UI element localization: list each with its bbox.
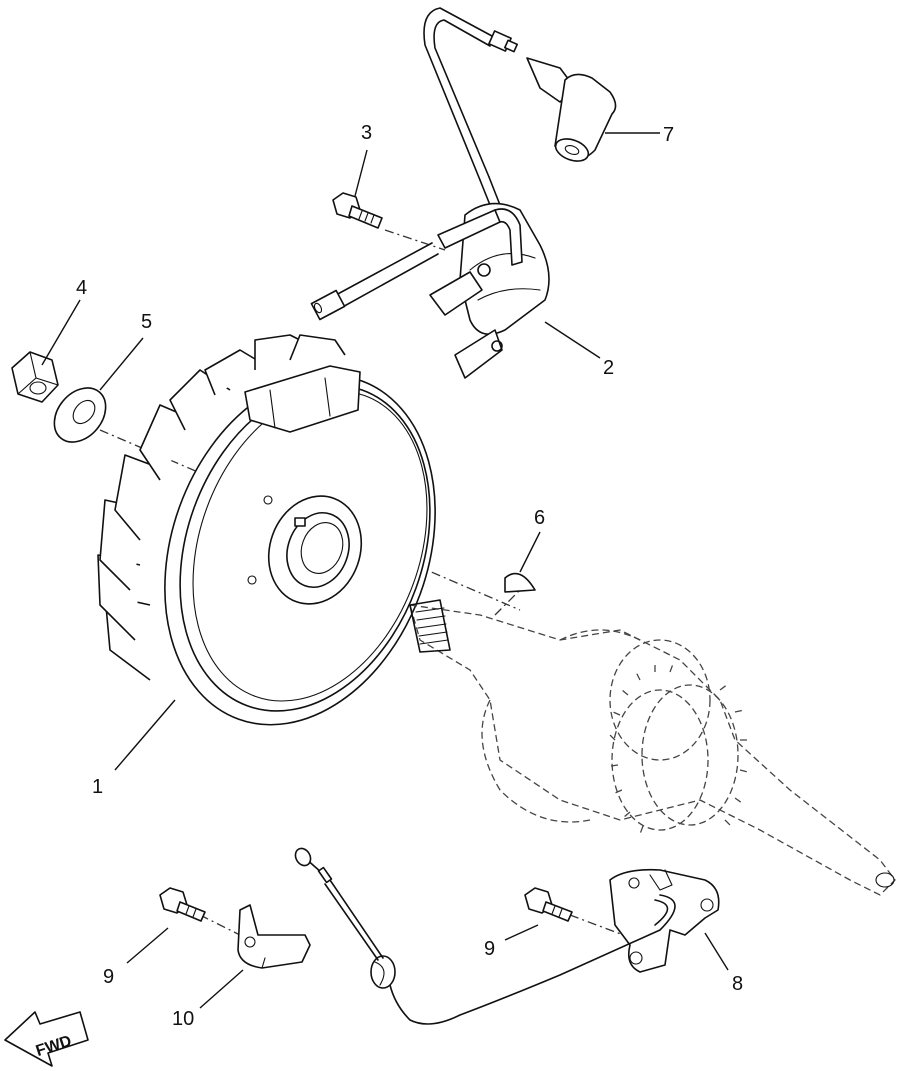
fwd-direction-marker: FWD xyxy=(4,1011,89,1067)
callout-2-ignition-coil: 2 xyxy=(603,357,614,379)
callout-1-flywheel: 1 xyxy=(92,776,103,798)
bolt-left xyxy=(159,887,206,922)
flywheel-nut xyxy=(11,351,59,403)
callout-8-stop-switch: 8 xyxy=(732,973,743,995)
bracket xyxy=(237,904,311,969)
woodruff-key xyxy=(504,572,536,593)
ignition-coil xyxy=(310,176,550,379)
callout-6-key: 6 xyxy=(534,507,545,529)
callout-labels: 1 2 3 4 5 6 7 8 9 9 10 xyxy=(76,122,743,1030)
callout-4-nut: 4 xyxy=(76,277,87,299)
crankshaft-reference xyxy=(409,599,896,896)
callout-7-plug-cap: 7 xyxy=(663,124,674,146)
flywheel xyxy=(97,334,436,726)
callout-9-bolt-right: 9 xyxy=(484,938,495,960)
callout-9-bolt-left: 9 xyxy=(103,966,114,988)
bolt-right xyxy=(524,887,573,922)
callout-5-washer: 5 xyxy=(141,311,152,333)
stop-switch xyxy=(294,847,720,1025)
flywheel-washer xyxy=(53,387,107,443)
callout-3-coil-bolt: 3 xyxy=(361,122,372,144)
leader-lines xyxy=(41,132,729,1009)
spark-plug-cap xyxy=(423,7,617,181)
coil-bolt xyxy=(332,192,383,229)
callout-10-bracket: 10 xyxy=(172,1008,194,1030)
